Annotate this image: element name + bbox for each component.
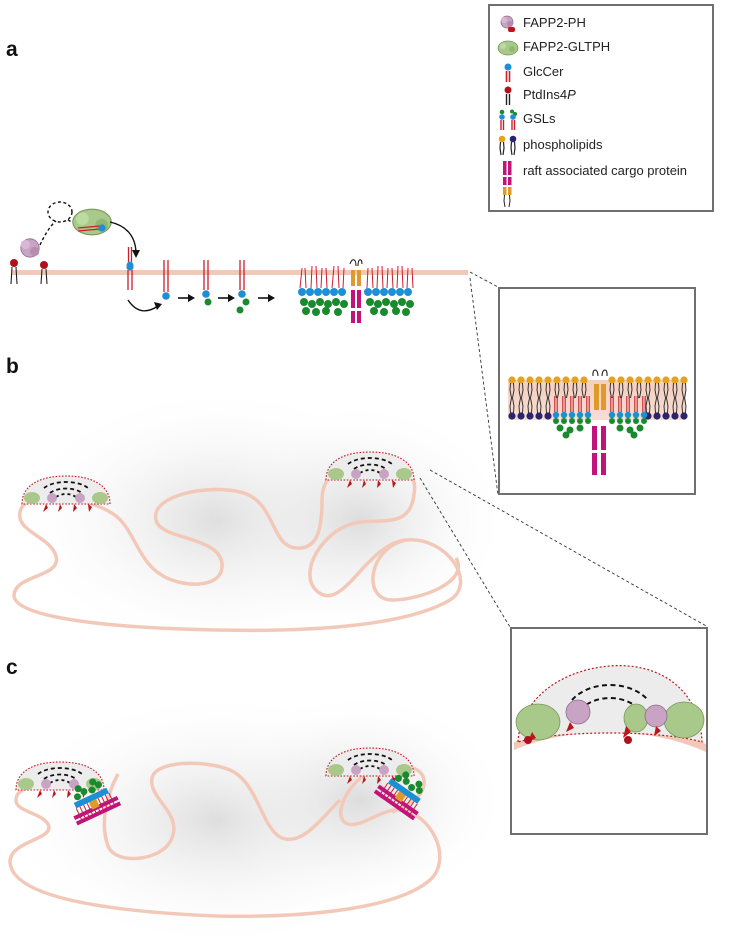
panel-b-artwork	[10, 385, 709, 655]
phospholipids-icon	[498, 135, 517, 156]
legend-item-fapp2-ph: FAPP2-PH	[490, 13, 714, 35]
gsls-icon	[499, 109, 517, 130]
legend-item-ptdins4p: PtdIns4P	[490, 85, 714, 107]
fapp2-ph-a	[20, 238, 40, 258]
legend-label: phospholipids	[523, 137, 603, 152]
legend-label: GSLs	[523, 111, 556, 126]
panel-a-artwork	[10, 201, 499, 496]
inset-coat-artwork	[514, 665, 706, 752]
cargo-protein-icon	[503, 161, 512, 207]
legend-item-phospholipids: phospholipids	[490, 135, 714, 157]
legend-label: raft associated cargo protein	[523, 163, 688, 178]
legend-label: PtdIns4P	[523, 87, 576, 102]
legend-item-cargo-protein: raft associated cargo protein	[490, 161, 714, 207]
panel-label-a: a	[6, 38, 18, 61]
fapp2-ph-icon	[500, 15, 515, 32]
legend: FAPP2-PH FAPP2-GLTPH GlcCer P	[488, 4, 714, 212]
legend-label: FAPP2-PH	[523, 15, 586, 30]
legend-label: FAPP2-GLTPH	[523, 39, 611, 54]
glccer-icon	[504, 63, 512, 82]
panel-label-b: b	[6, 355, 19, 378]
panel-c-artwork	[0, 690, 510, 937]
legend-label: GlcCer	[523, 64, 564, 79]
legend-item-glccer: GlcCer	[490, 62, 714, 84]
ptdins4p-icon	[504, 86, 512, 105]
panel-label-c: c	[6, 656, 18, 679]
legend-item-gsls: GSLs	[490, 109, 714, 131]
fapp2-gltph-icon	[497, 40, 519, 56]
inset-bilayer-artwork	[507, 369, 689, 475]
legend-item-fapp2-gltph: FAPP2-GLTPH	[490, 37, 714, 59]
